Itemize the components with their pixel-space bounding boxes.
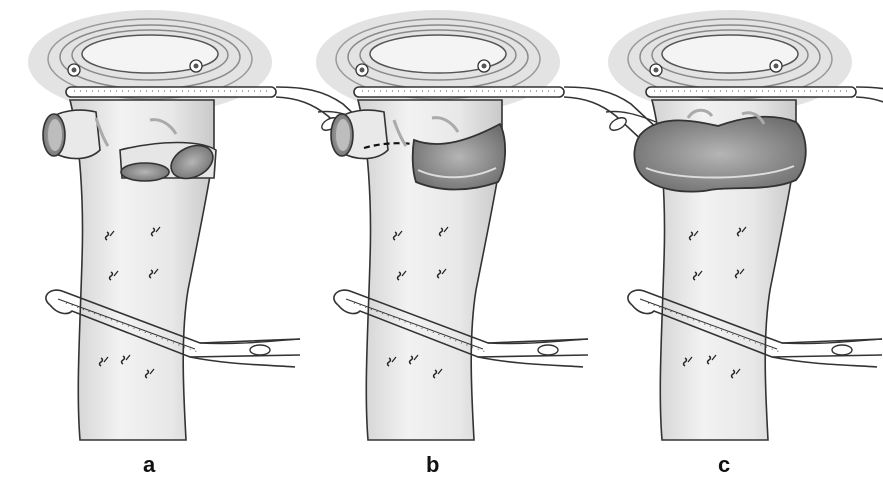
single-oval-opening bbox=[634, 117, 805, 192]
panel-label-a: a bbox=[143, 452, 155, 478]
panel-c bbox=[608, 10, 883, 440]
panel-b bbox=[316, 10, 661, 440]
anastomosis-halo bbox=[28, 10, 272, 114]
panel-label-b: b bbox=[426, 452, 439, 478]
anastomosis-halo bbox=[608, 10, 852, 114]
anastomosis-halo bbox=[316, 10, 560, 114]
panel-label-c: c bbox=[718, 452, 730, 478]
